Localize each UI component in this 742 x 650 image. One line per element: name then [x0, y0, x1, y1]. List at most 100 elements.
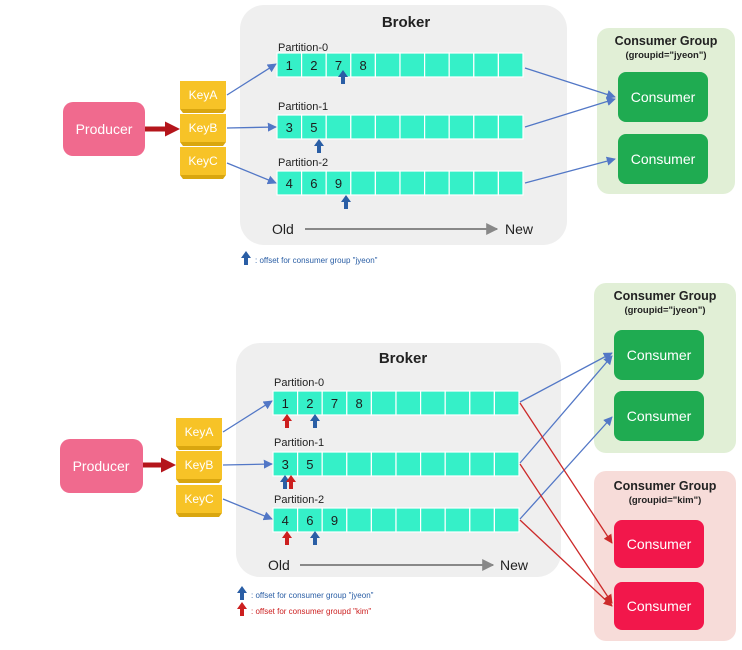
bottom-partition-2-cell	[395, 507, 422, 533]
bottom-old-label: Old	[268, 557, 290, 573]
top-partition-1-cell	[448, 114, 475, 140]
top-key-a: KeyA	[180, 81, 226, 113]
bottom-key-a-box	[176, 418, 222, 446]
bottom-partition-2-cell	[493, 507, 520, 533]
top-partition-1-cell	[350, 114, 376, 140]
bottom-partition-0-offset-value: 2	[306, 396, 313, 411]
bottom-key-b-fold	[176, 479, 222, 483]
top-partition-0-cell	[424, 52, 450, 78]
bottom-group-2-consumer-1-label: Consumer	[627, 536, 692, 552]
bottom-partition-0-offset-value: 7	[331, 396, 338, 411]
bottom-legend-red-text: : offset for consumer groupd "kim"	[251, 607, 371, 616]
bottom-group-2-consumer-2-box[interactable]	[614, 582, 704, 630]
bottom-partition-1-cell	[346, 451, 372, 477]
bottom-partition-2-offset-value: 9	[331, 513, 338, 528]
top-link-p1-c1	[524, 97, 616, 128]
bottom-group-1-consumer-1-box[interactable]	[614, 330, 704, 380]
top-consumer-1-box[interactable]	[618, 72, 708, 122]
bottom-partition-2-cell	[444, 507, 471, 533]
top-partition-1-cell	[399, 114, 426, 140]
top-partition-1-cell	[325, 114, 352, 140]
top-key-b-label: KeyB	[189, 121, 218, 135]
bottom-link-p1-g2c2	[519, 463, 613, 604]
bottom-key-b: KeyB	[176, 451, 222, 483]
top-key-c-box	[180, 147, 226, 175]
bottom-new-label: New	[500, 557, 529, 573]
top-partition-1-offset-value: 5	[310, 120, 317, 135]
top-partition-2-offset-value: 4	[286, 176, 293, 191]
bottom-producer-label: Producer	[73, 458, 130, 474]
top-group-subtitle: (groupid="jyeon")	[625, 50, 706, 61]
top-partition-0-cell	[497, 52, 524, 78]
bottom-partition-1-cell	[321, 451, 348, 477]
bottom-partition-2: 4 6 9	[272, 507, 520, 533]
top-partition-0-cell	[473, 52, 499, 78]
top-partition-2-cell	[350, 170, 376, 196]
bottom-group-2-subtitle: (groupid="kim")	[629, 495, 702, 506]
top-partition-0-offset-value: 8	[359, 58, 366, 73]
bottom-key-b-link	[222, 459, 273, 469]
top-producer-box[interactable]	[63, 102, 145, 156]
top-broker-title: Broker	[382, 14, 431, 31]
top-key-c: KeyC	[180, 147, 226, 179]
top-key-a-box	[180, 81, 226, 109]
bottom-group-2-consumer-1-box[interactable]	[614, 520, 704, 568]
top-consumer-2-label: Consumer	[631, 151, 696, 167]
bottom-link-p0-g1c1	[519, 352, 613, 403]
bottom-legend-blue-icon	[237, 586, 247, 600]
bottom-key-a-fold	[176, 446, 222, 450]
top-link-p0-c1	[524, 67, 616, 99]
top-partition-1-cell	[424, 114, 450, 140]
bottom-partition-2-offset-value: 6	[306, 513, 313, 528]
top-partition-2-cell	[399, 170, 426, 196]
top-key-a-link	[226, 63, 277, 96]
bottom-group-1-consumer-2-box[interactable]	[614, 391, 704, 441]
bottom-partition-0-cell	[420, 390, 446, 416]
bottom-group-2-title: Consumer Group	[614, 479, 717, 493]
top-partition-1-cell	[374, 114, 401, 140]
bottom-key-c-fold	[176, 513, 222, 517]
top-key-a-fold	[180, 109, 226, 113]
bottom-partition-1-offset-value: 5	[306, 457, 313, 472]
bottom-partition-0-cell	[272, 390, 299, 416]
top-producer-label: Producer	[76, 121, 133, 137]
bottom-partition-1-offset-value: 3	[282, 457, 289, 472]
top-partition-0-cell	[374, 52, 401, 78]
top-key-b-box	[180, 114, 226, 142]
bottom-partition-0-label: Partition-0	[274, 377, 324, 389]
top-offset-p2-icon	[341, 195, 351, 209]
bottom-partition-1-cell	[395, 451, 422, 477]
bottom-partition-2-cell	[370, 507, 397, 533]
top-partition-0-offset-value: 7	[335, 58, 342, 73]
top-offset-p1-icon	[314, 139, 324, 153]
bottom-legend-red-icon	[237, 602, 247, 616]
bottom-partition-2-offset-value: 4	[282, 513, 289, 528]
bottom-partition-0-cell	[469, 390, 495, 416]
bottom-partition-2-cell	[297, 507, 323, 533]
bottom-partition-2-cell	[321, 507, 348, 533]
bottom-link-p2-g1c2	[519, 416, 613, 520]
bottom-legend-blue-text: : offset for consumer group "jyeon"	[251, 591, 374, 600]
top-consumer-1-label: Consumer	[631, 89, 696, 105]
bottom-partition-1-cell	[493, 451, 520, 477]
bottom-group-1-consumer-1-label: Consumer	[627, 347, 692, 363]
bottom-producer-box[interactable]	[60, 439, 143, 493]
bottom-diagram: Broker Consumer Group (groupid="jyeon") …	[60, 283, 736, 641]
bottom-partition-1-cell	[469, 451, 495, 477]
top-consumer-2-box[interactable]	[618, 134, 708, 184]
top-partition-2-label: Partition-2	[278, 157, 328, 169]
top-partition-0-cell	[448, 52, 475, 78]
bottom-partition-0-cell	[493, 390, 520, 416]
bottom-broker-title: Broker	[379, 350, 428, 367]
top-diagram: Broker Consumer Group (groupid="jyeon") …	[63, 5, 735, 265]
bottom-group-2-consumer-2-label: Consumer	[627, 598, 692, 614]
bottom-group-1-subtitle: (groupid="jyeon")	[624, 305, 705, 316]
bottom-group-1-title: Consumer Group	[614, 289, 717, 303]
top-partition-2-cell	[473, 170, 499, 196]
bottom-offset-p2-red-icon	[282, 531, 292, 545]
